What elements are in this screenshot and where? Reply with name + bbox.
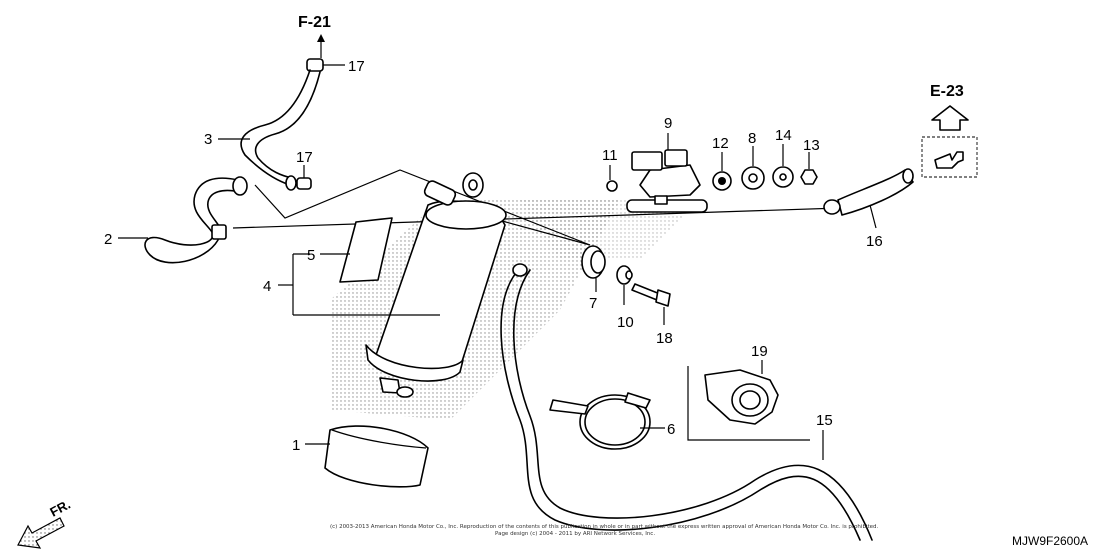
callout-11: 11 xyxy=(602,147,618,164)
callout-17a: 17 xyxy=(348,58,365,75)
part-12-grommet[interactable]: 12 xyxy=(712,135,732,191)
callout-18: 18 xyxy=(656,330,673,347)
part-2-hose[interactable]: 2 xyxy=(104,176,248,264)
callout-2: 2 xyxy=(104,231,112,248)
fr-direction-arrow: FR. xyxy=(17,497,73,549)
callout-19: 19 xyxy=(751,343,768,360)
part-10-washer[interactable]: 10 xyxy=(616,265,634,331)
ref-arrow-e23: E-23 xyxy=(930,83,969,131)
callout-14: 14 xyxy=(775,127,792,144)
callout-9: 9 xyxy=(664,115,672,132)
callout-8: 8 xyxy=(748,130,756,147)
part-7-grommet[interactable]: 7 xyxy=(581,245,606,312)
part-17-clip-lower[interactable]: 17 xyxy=(296,149,313,190)
part-15-hose[interactable]: 15 xyxy=(500,263,873,541)
callout-7: 7 xyxy=(589,295,597,312)
part-5-label-plate[interactable]: 5 xyxy=(307,217,393,283)
ref-arrow-f21: F-21 xyxy=(298,14,331,58)
copyright-line-2: Page design (c) 2004 - 2011 by ARI Netwo… xyxy=(495,531,655,537)
callout-5: 5 xyxy=(307,247,315,264)
part-13-nut[interactable]: 13 xyxy=(800,137,820,185)
callout-16: 16 xyxy=(866,233,883,250)
callout-4: 4 xyxy=(263,278,271,295)
part-11-nut[interactable]: 11 xyxy=(602,147,618,192)
part-3-hose[interactable]: 3 xyxy=(204,69,321,191)
callout-13: 13 xyxy=(803,137,820,154)
part-8-washer[interactable]: 8 xyxy=(741,130,765,190)
part-17-clip-top[interactable]: 17 xyxy=(306,58,365,75)
part-9-valve[interactable]: 9 xyxy=(626,115,708,213)
part-16-hose[interactable]: 16 xyxy=(823,168,914,250)
callout-3: 3 xyxy=(204,131,212,148)
callout-1: 1 xyxy=(292,437,300,454)
callout-12: 12 xyxy=(712,135,729,152)
part-18-bolt[interactable]: 18 xyxy=(631,283,673,347)
callout-6: 6 xyxy=(667,421,675,438)
ref-e23-label: E-23 xyxy=(930,83,964,100)
copyright-line-1: (c) 2003-2013 American Honda Motor Co., … xyxy=(330,524,878,530)
callout-15: 15 xyxy=(816,412,833,429)
part-14-washer[interactable]: 14 xyxy=(772,127,794,188)
part-4-canister[interactable]: 4 xyxy=(263,172,507,398)
fr-label: FR. xyxy=(47,497,73,520)
part-1-band[interactable]: 1 xyxy=(292,425,429,488)
diagram-code: MJW9F2600A xyxy=(1012,534,1088,548)
callout-10: 10 xyxy=(617,314,634,331)
part-6-clamp[interactable]: 6 xyxy=(549,392,675,450)
e23-fitting[interactable] xyxy=(921,136,978,178)
part-19-inset[interactable]: 19 xyxy=(687,343,810,441)
callout-17b: 17 xyxy=(296,149,313,166)
ref-f21-label: F-21 xyxy=(298,14,331,31)
